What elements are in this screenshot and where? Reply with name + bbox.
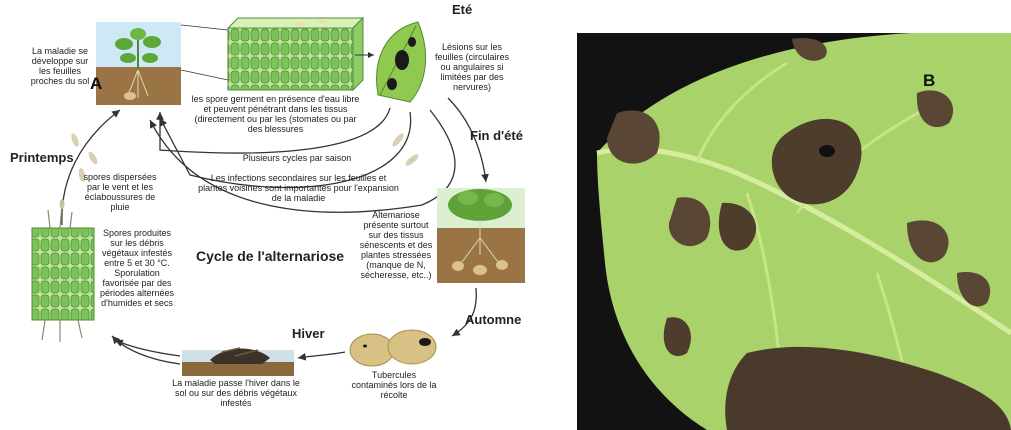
leaf-tissue-illustration	[181, 18, 363, 90]
note-hiver-sol: La maladie passe l'hiver dans le sol ou …	[172, 378, 300, 408]
note-maladie-sol: La maladie se développe sur les feuilles…	[25, 46, 95, 86]
note-tubercules: Tubercules contaminés lors de la récolte	[350, 370, 438, 400]
season-automne: Automne	[465, 312, 521, 327]
season-fin-ete: Fin d'été	[470, 128, 523, 143]
season-hiver: Hiver	[292, 326, 325, 341]
note-lesions: Lésions sur les feuilles (circulaires ou…	[432, 42, 512, 92]
panel-label-b: B	[923, 71, 935, 91]
season-printemps: Printemps	[10, 150, 74, 165]
cycle-diagram: A Eté Fin d'été Automne Hiver Printemps …	[0, 0, 545, 430]
infected-leaf-illustration	[377, 22, 426, 102]
plant-soil-illustration	[96, 22, 181, 105]
note-spores-produites: Spores produites sur les débris végétaux…	[96, 228, 178, 308]
winter-debris-illustration	[182, 348, 294, 376]
season-ete: Eté	[452, 2, 472, 17]
leaf-photo-drawing	[577, 33, 1011, 430]
cycle-title: Cycle de l'alternariose	[196, 248, 344, 264]
infected-leaf-photo: B	[577, 33, 1011, 430]
note-plusieurs-cycles: Plusieurs cycles par saison	[222, 153, 372, 163]
late-summer-plant-illustration	[437, 188, 525, 283]
note-infections-secondaires: Les infections secondaires sur les feuil…	[196, 173, 401, 203]
tuber-illustration	[350, 330, 436, 366]
note-spores-germent: les spore germent en présence d'eau libr…	[188, 94, 363, 134]
note-alternariose-presente: Altemariose présente surtout sur des tis…	[356, 210, 436, 280]
note-spores-dispersees: spores dispersées par le vent et les écl…	[82, 172, 158, 212]
sporulating-tissue-illustration	[32, 199, 94, 342]
